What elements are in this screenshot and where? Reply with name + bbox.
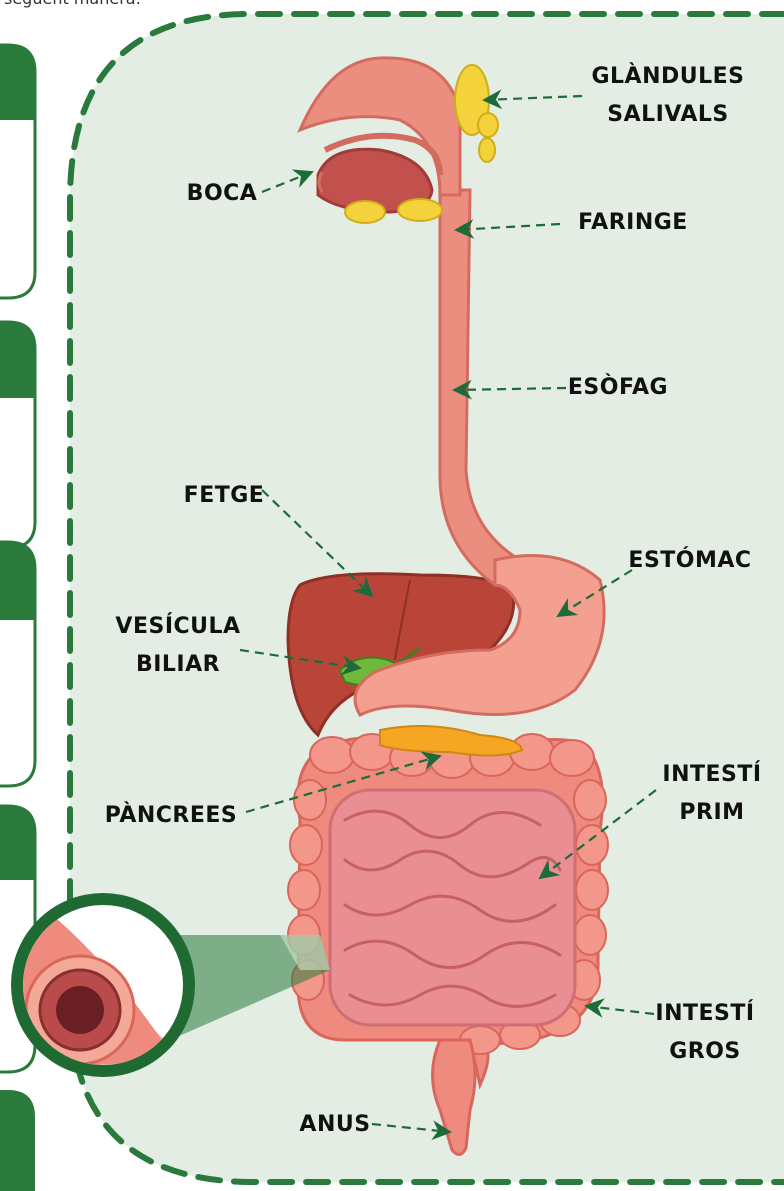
label-estomac: ESTÓMAC <box>628 547 751 573</box>
label-faringe: FARINGE <box>578 210 688 235</box>
label-intesti-prim-2: PRIM <box>679 800 744 825</box>
label-biliar: BILIAR <box>136 652 220 677</box>
side-card-3 <box>0 542 35 786</box>
label-fetge: FETGE <box>184 483 265 508</box>
side-card-5 <box>0 1090 35 1191</box>
label-anus: ANUS <box>299 1112 370 1137</box>
label-intesti-gros-1: INTESTÍ <box>655 1000 754 1026</box>
label-vesicula: VESÍCULA <box>115 613 240 639</box>
side-card-1 <box>0 45 35 298</box>
label-intesti-gros-2: GROS <box>669 1039 741 1064</box>
label-boca: BOCA <box>187 181 258 206</box>
label-glandules: GLÀNDULES <box>591 63 744 89</box>
label-intesti-prim-1: INTESTÍ <box>662 761 761 787</box>
label-pancrees: PÀNCREES <box>105 802 238 828</box>
side-card-2 <box>0 322 35 548</box>
label-esofag: ESÒFAG <box>568 374 668 400</box>
label-salivals: SALIVALS <box>607 102 729 127</box>
header-caption: següent manera: <box>4 0 141 8</box>
